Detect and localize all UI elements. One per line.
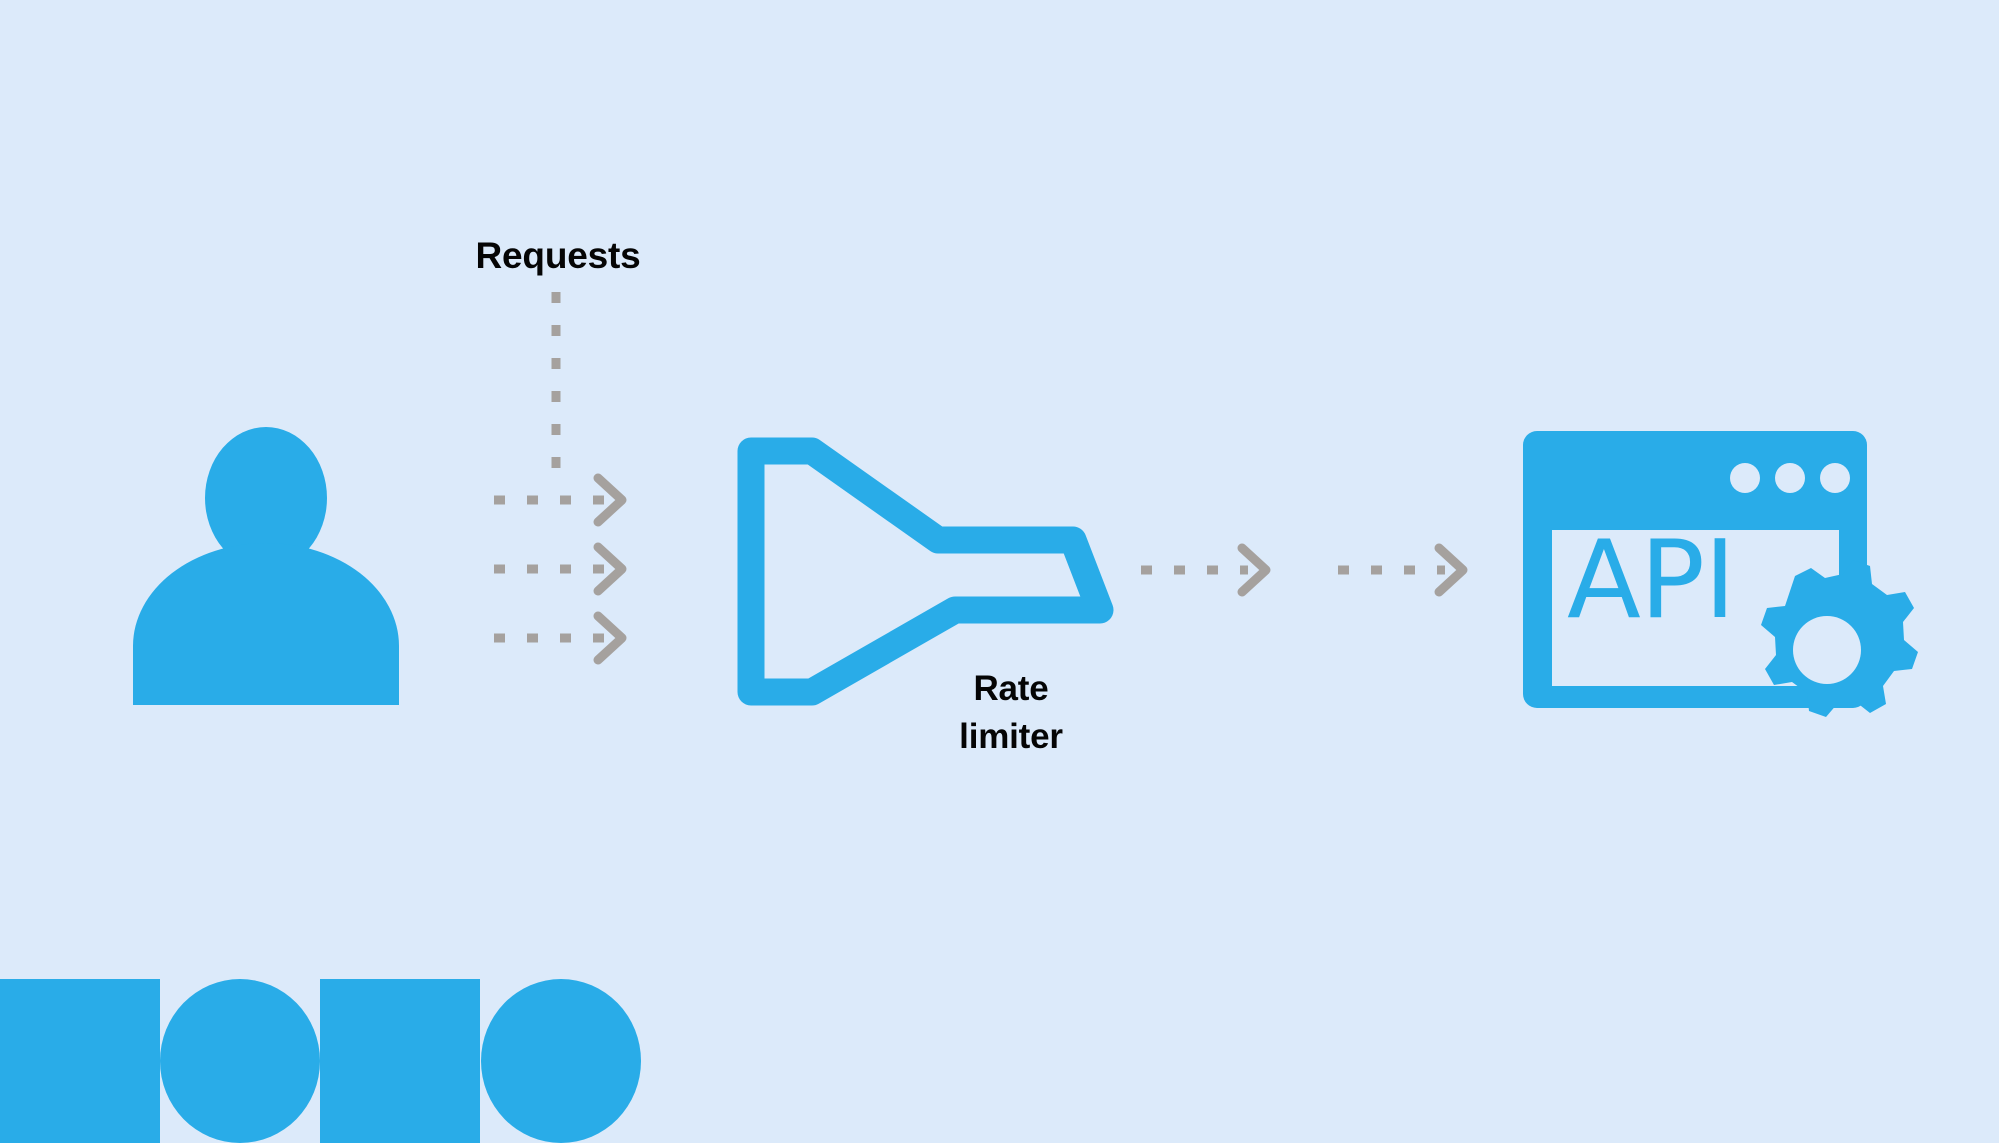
request-arrow-2 xyxy=(494,542,627,596)
user-body xyxy=(133,543,399,705)
request-arrow-1 xyxy=(494,473,627,527)
window-dot-1 xyxy=(1730,463,1760,493)
gear-hole xyxy=(1793,616,1861,684)
rate-limiter-label-line1: Rate xyxy=(973,669,1048,708)
limiter-to-api-arrows xyxy=(1141,543,1468,597)
funnel-icon xyxy=(737,437,1114,706)
decoration-circle-2 xyxy=(481,979,641,1143)
request-arrow-3 xyxy=(494,611,627,665)
requests-label: Requests xyxy=(476,235,641,276)
funnel-outline xyxy=(737,437,1114,706)
response-arrow-2 xyxy=(1338,543,1468,597)
rate-limiter-label-line2: limiter xyxy=(959,717,1063,756)
response-arrow-1 xyxy=(1141,543,1271,597)
api-window-icon: API xyxy=(1523,431,1918,717)
client-to-limiter-arrows xyxy=(494,473,627,665)
window-dot-3 xyxy=(1820,463,1850,493)
decoration-square-1 xyxy=(0,979,160,1143)
window-dot-2 xyxy=(1775,463,1805,493)
gear-icon xyxy=(1761,560,1918,717)
decoration-square-2 xyxy=(320,979,480,1143)
user-head xyxy=(205,427,327,569)
user-icon xyxy=(133,427,399,705)
api-label: API xyxy=(1567,518,1735,643)
decorative-shapes xyxy=(0,979,641,1143)
decoration-circle-1 xyxy=(160,979,320,1143)
